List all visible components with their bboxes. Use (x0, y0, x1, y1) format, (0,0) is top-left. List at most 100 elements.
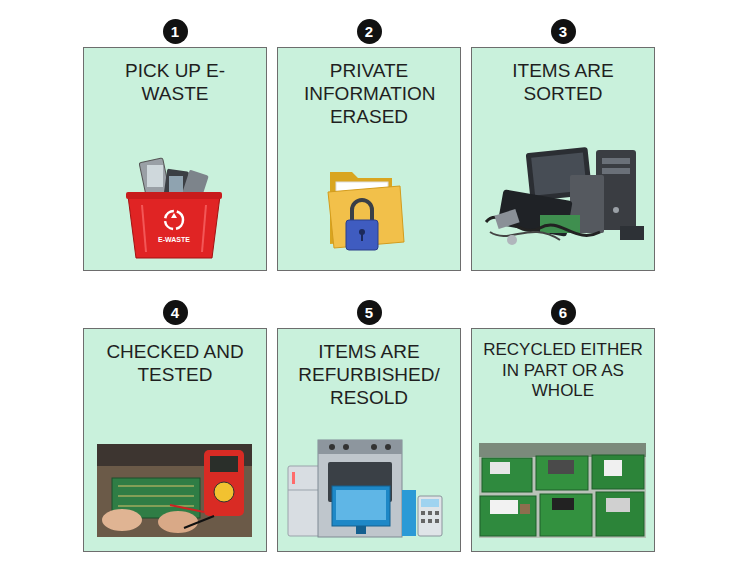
circuit-testing-photo (102, 509, 142, 531)
appliances-icon (428, 511, 432, 515)
circuit-testing-photo (210, 456, 238, 472)
step-text: PICK UP E-WASTE (125, 59, 225, 105)
appliances-icon (356, 526, 366, 534)
locked-folder-icon (336, 182, 388, 234)
appliances-icon (421, 499, 439, 507)
callout-number: 4 (163, 300, 188, 325)
computer-pile-icon (490, 232, 560, 240)
computer-pile-icon (602, 158, 630, 164)
ewaste-bin-icon (147, 165, 163, 187)
recycling-crates-photo (479, 443, 646, 538)
appliances-icon (421, 511, 425, 515)
recycling-crates-photo (552, 498, 574, 510)
computer-pile-icon (526, 147, 593, 201)
appliances-icon (328, 462, 392, 502)
circuit-testing-photo (97, 444, 252, 466)
computer-pile-icon (620, 226, 644, 240)
locked-folder-icon (352, 200, 372, 222)
ewaste-bin-icon (126, 158, 222, 258)
appliances-icon (288, 440, 442, 537)
step-text: ITEMS ARE SORTED (488, 59, 638, 105)
locked-folder-icon (328, 186, 404, 248)
ewaste-bin-icon (171, 213, 177, 218)
callout-number: 6 (551, 300, 576, 325)
computer-pile-icon (596, 150, 636, 230)
appliances-icon (288, 466, 320, 536)
step-text: PRIVATE INFORMATION ERASED (304, 59, 434, 129)
circuit-testing-photo (204, 450, 244, 516)
locked-folder-icon (361, 233, 363, 241)
process-box: RECYCLED EITHER IN PART OR AS WHOLE (471, 328, 655, 552)
ewaste-bin-icon (181, 170, 209, 203)
recycling-crates-photo (482, 458, 532, 492)
process-box: ITEMS ARE REFURBISHED/ RESOLD (277, 328, 461, 552)
recycling-crates-photo (606, 498, 630, 512)
callout-number: 1 (163, 19, 188, 44)
circuit-testing-photo (214, 482, 234, 502)
recycling-crates-photo (592, 455, 644, 489)
recycling-crates-photo (540, 494, 592, 536)
ewaste-bin-icon (202, 205, 206, 252)
appliances-icon (329, 444, 335, 450)
appliances-icon (371, 444, 377, 450)
ewaste-bin-icon (128, 196, 220, 258)
locked-folder-icon (359, 229, 365, 235)
appliances-icon (288, 490, 320, 491)
computer-pile-icon (486, 147, 644, 245)
recycling-crates-photo (596, 492, 644, 536)
computer-pile-icon (570, 175, 604, 233)
circuit-testing-photo (184, 516, 214, 528)
circuit-testing-photo (118, 506, 194, 507)
process-box: PRIVATE INFORMATION ERASED (277, 47, 461, 271)
recycling-crates-photo (490, 500, 518, 514)
computer-pile-icon (507, 235, 517, 245)
circuit-testing-photo (97, 444, 252, 537)
appliances-icon (402, 490, 416, 536)
appliances-icon (435, 519, 439, 523)
appliances-icon (336, 490, 386, 520)
recycling-crates-photo (548, 460, 574, 474)
ewaste-bin-icon (142, 205, 146, 252)
appliances-icon (332, 486, 390, 526)
process-box: CHECKED AND TESTED (83, 328, 267, 552)
circuit-testing-photo (97, 444, 252, 537)
appliances-icon (435, 511, 439, 515)
circuit-testing-photo (158, 511, 198, 533)
ewaste-bin-icon (165, 211, 183, 229)
computer-pile-icon (486, 217, 600, 235)
appliances-icon (428, 519, 432, 523)
appliances-icon (318, 440, 402, 454)
appliances-icon (318, 440, 402, 537)
computer-pile-icon (494, 209, 519, 229)
circuit-testing-photo (118, 496, 194, 497)
process-box: ITEMS ARE SORTED (471, 47, 655, 271)
callout-number: 2 (357, 19, 382, 44)
circuit-testing-photo (118, 486, 194, 487)
recycling-crates-photo (604, 460, 622, 476)
callout-number: 3 (551, 19, 576, 44)
ewaste-bin-icon (139, 158, 171, 202)
computer-pile-icon (613, 207, 619, 213)
locked-folder-icon (328, 172, 404, 250)
locked-folder-icon (330, 172, 392, 244)
step-text: RECYCLED EITHER IN PART OR AS WHOLE (475, 340, 651, 402)
appliances-icon (292, 472, 295, 484)
recycling-crates-photo (520, 504, 530, 514)
ewaste-bin-icon (169, 176, 183, 194)
circuit-testing-photo (170, 505, 204, 512)
appliances-icon (418, 496, 442, 536)
callout-number: 5 (357, 300, 382, 325)
recycling-crates-photo (479, 443, 646, 457)
recycling-crates-photo (490, 462, 510, 474)
step-text: CHECKED AND TESTED (95, 340, 255, 386)
recycling-crates-photo (479, 443, 646, 538)
locked-folder-icon (346, 220, 378, 250)
computer-pile-icon (531, 152, 587, 195)
step-text: ITEMS ARE REFURBISHED/ RESOLD (294, 340, 444, 410)
appliances-icon (385, 444, 391, 450)
computer-pile-icon (602, 168, 630, 174)
circuit-testing-photo (112, 478, 200, 518)
recycling-crates-photo (480, 496, 536, 536)
appliances-icon (343, 444, 349, 450)
